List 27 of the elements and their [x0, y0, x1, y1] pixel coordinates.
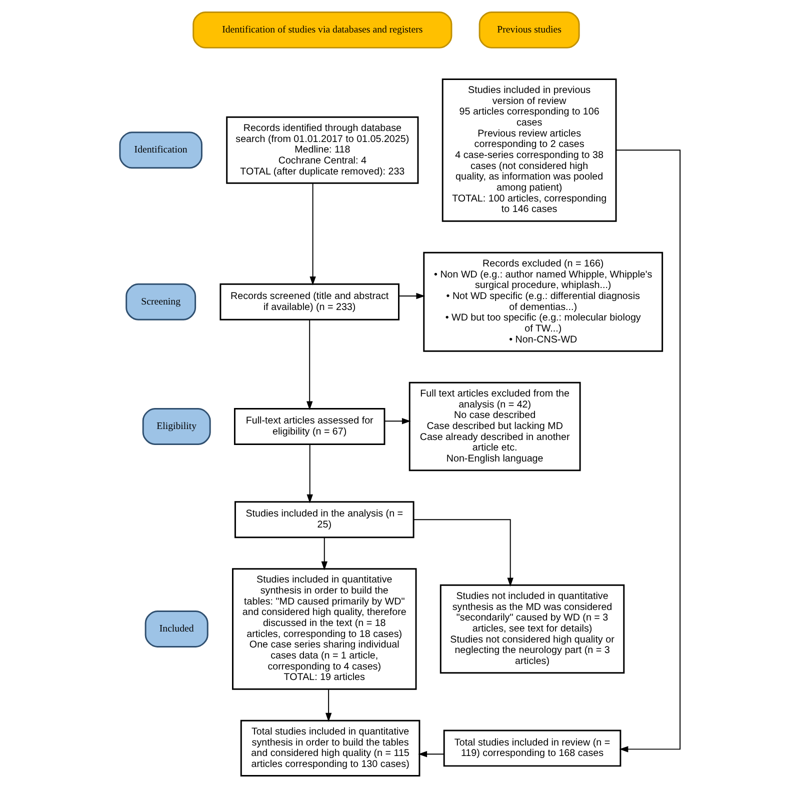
arrow [398, 292, 426, 300]
node-box: Identification of studies via databases and registers [192, 11, 452, 48]
node-box: Screening [126, 283, 196, 320]
arrow [306, 444, 313, 504]
node-box: Records screened (title and abstract if available) (n = 233) [220, 283, 400, 320]
arrow [325, 688, 332, 722]
node-box: Records excluded (n = 166) • Non WD (e.g.: author named Whipple, Whipple's surgical procedure, whiplash...) • Not WD specific (e.g.: differential diagnosis of dementias...) • WD but too specific (e.g.: molecular biology of TW...) • Non-CNS-WD [423, 252, 664, 352]
arrow [616, 150, 681, 752]
arrow [321, 537, 328, 570]
node-box: Included [144, 610, 208, 648]
arrow [384, 418, 411, 424]
node-box: Full text articles excluded from the analysis (n = 42) No case described Case described but lacking MD Case already described in another article etc. Non-English language [408, 382, 581, 472]
arrow [413, 519, 514, 587]
node-box: Total studies included in quantitative synthesis in order to build the tables and considered high quality (n = 115 articles corresponding to 130 cases) [240, 720, 420, 777]
arrow [306, 319, 313, 410]
node-box: Total studies included in review (n = 119) corresponding to 168 cases [443, 730, 622, 767]
node-box: Studies included in quantitative synthesis in order to build the tables: "MD caused primarily by WD" and considered high quality, therefore discussed in the text (n = 18 articles, corresponding to 18 cases) One case series sharing individual cases data (n = 1 article, corresponding to 4 cases) TOTAL: 19 articles [232, 568, 417, 690]
arrow [310, 182, 316, 286]
node-box: Eligibility [142, 408, 211, 445]
node-box: Studies not included in quantitative synthesis as the MD was considered "secondarily" caused by WD (n = 3 articles, see text for details) Studies not considered high quality or neglecting the neurology part (n = 3 articles) [440, 584, 625, 674]
node-box: Records identified through database search (from 01.01.2017 to 01.05.2025) Medline: 118 Cochrane Central: 4 TOTAL (after duplicate removed): 233 [226, 116, 419, 184]
node-box: Studies included in the analysis (n = 25) [234, 501, 414, 538]
arrow [418, 751, 444, 758]
node-box: Studies included in previous version of review 95 articles corresponding to 106 cases Previous review articles corresponding to 2 cases 4 case-series corresponding to 38 cases (not considered high quality, as information was pooled among patient) TOTAL: 100 articles, corresponding to 146 cases [442, 78, 617, 222]
node-box: Full-text articles assessed for eligibility (n = 67) [234, 408, 386, 445]
node-box: Previous studies [478, 11, 580, 48]
node-box: Identification [119, 132, 202, 169]
